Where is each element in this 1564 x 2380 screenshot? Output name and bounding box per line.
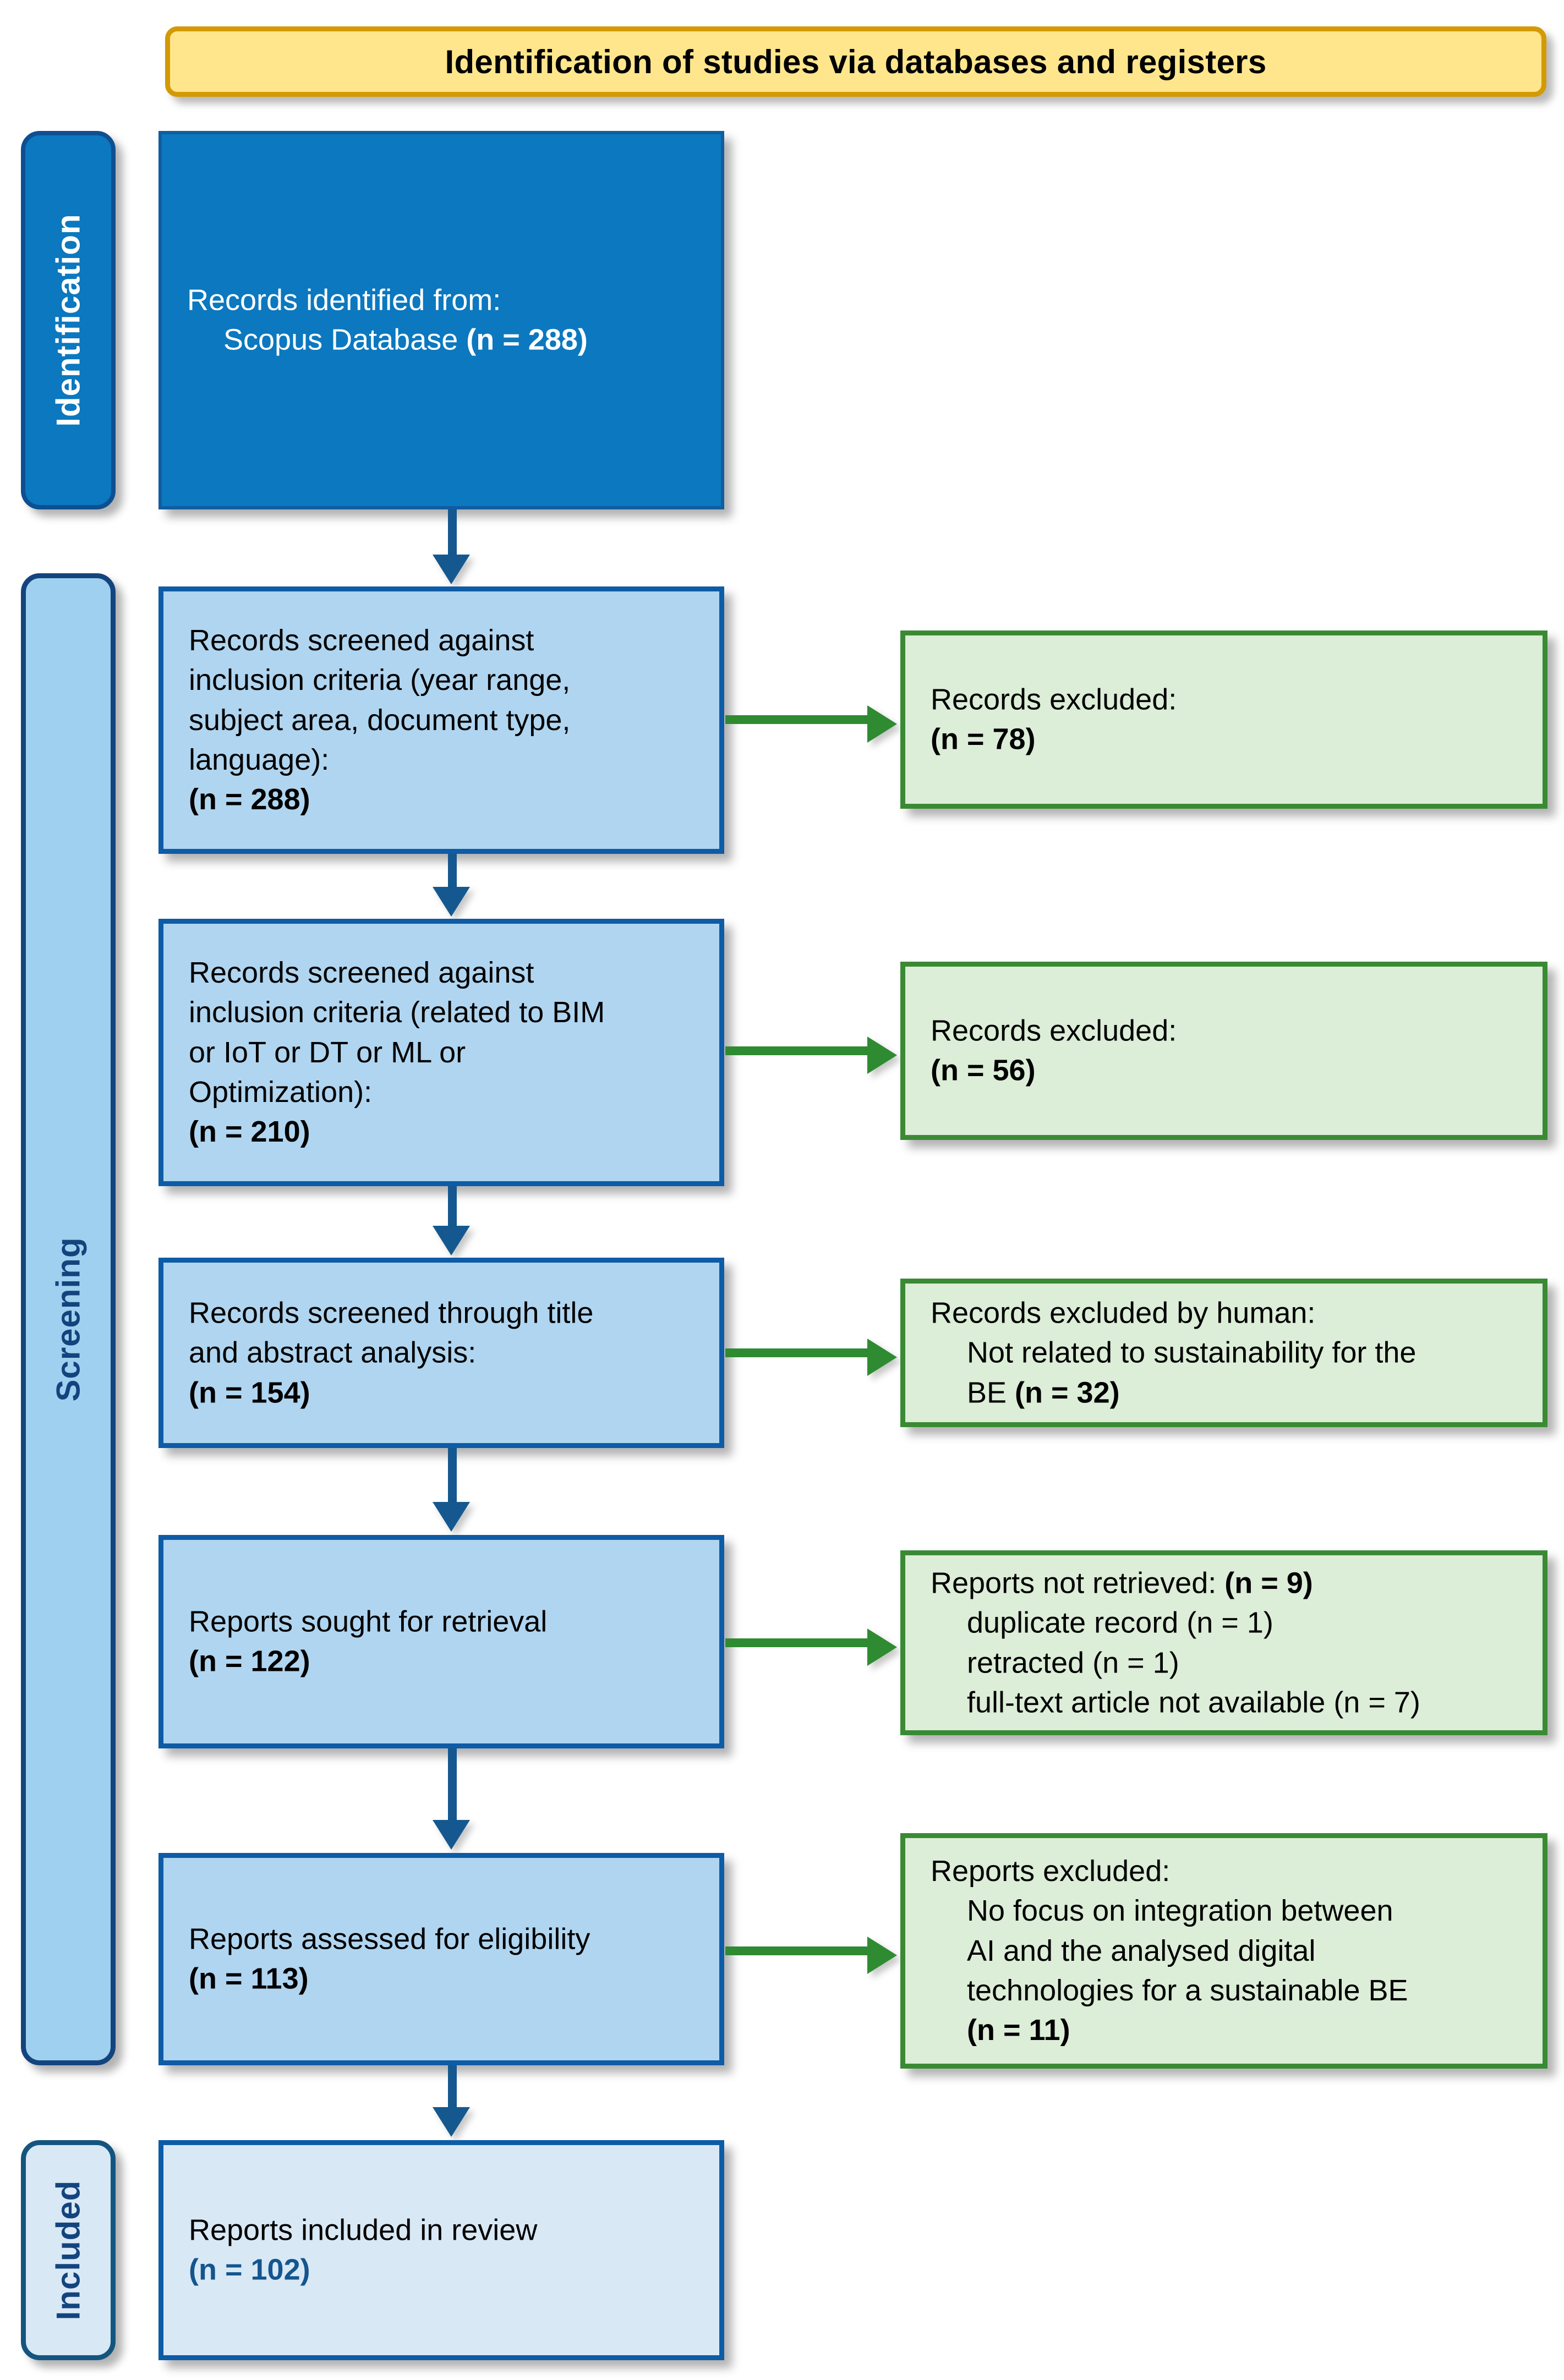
excluded5-line4: technologies for a sustainable BE — [967, 1974, 1408, 2008]
excluded5-line3: AI and the analysed digital — [967, 1934, 1316, 1967]
diagram-title: Identification of studies via databases … — [445, 43, 1267, 80]
screen3-line2: and abstract analysis: — [189, 1336, 477, 1369]
connector-line-screen2-to-excluded2 — [725, 1046, 870, 1055]
connector-arrowhead-eligible-to-included — [433, 2107, 470, 2137]
sought-line1: Reports sought for retrieval — [189, 1605, 548, 1638]
connector-line-sought-to-excluded4 — [725, 1638, 870, 1647]
stage-tab-included: Included — [21, 2140, 116, 2360]
excluded4-line3: retracted (n = 1) — [967, 1646, 1179, 1679]
screen1-line4: language): — [189, 743, 330, 777]
stage-tab-screening-label: Screening — [50, 1237, 87, 1402]
reports-excluded-text: Reports excluded: No focus on integratio… — [905, 1851, 1543, 2050]
excluded4-count: (n = 9) — [1224, 1566, 1313, 1600]
records-excluded-1-box: Records excluded: (n = 78) — [900, 630, 1547, 809]
connector-arrowhead-screen3-to-excluded3 — [867, 1339, 897, 1376]
records-screened-step1-text: Records screened against inclusion crite… — [163, 621, 719, 820]
connector-line-screen1-to-excluded1 — [725, 715, 870, 724]
connector-line-eligible-to-excluded5 — [725, 1946, 870, 1955]
excluded2-count: (n = 56) — [931, 1054, 1036, 1087]
excluded1-line1: Records excluded: — [931, 683, 1177, 716]
excluded5-count: (n = 11) — [967, 2014, 1070, 2047]
records-identified-box: Records identified from: Scopus Database… — [158, 131, 724, 509]
reports-assessed-eligibility-text: Reports assessed for eligibility (n = 11… — [163, 1920, 719, 1999]
screen3-line1: Records screened through title — [189, 1296, 594, 1330]
records-screened-step2-box: Records screened against inclusion crite… — [158, 919, 724, 1186]
excluded5-line2: No focus on integration between — [967, 1894, 1393, 1928]
screen2-line4: Optimization): — [189, 1076, 373, 1109]
screen2-line2: inclusion criteria (related to BIM — [189, 996, 605, 1029]
reports-included-box: Reports included in review (n = 102) — [158, 2140, 724, 2360]
stage-tab-screening: Screening — [21, 573, 116, 2065]
excluded4-line2: duplicate record (n = 1) — [967, 1606, 1273, 1639]
records-screened-step3-box: Records screened through title and abstr… — [158, 1258, 724, 1448]
connector-arrowhead-sought-to-eligible — [433, 1820, 470, 1850]
connector-arrowhead-screen2-to-screen3 — [433, 1226, 470, 1255]
screen2-line1: Records screened against — [189, 956, 534, 990]
connector-arrowhead-screen3-to-sought — [433, 1502, 470, 1532]
records-excluded-3-text: Records excluded by human: Not related t… — [905, 1293, 1543, 1412]
records-screened-step1-box: Records screened against inclusion crite… — [158, 586, 724, 854]
records-excluded-3-box: Records excluded by human: Not related t… — [900, 1279, 1547, 1427]
reports-excluded-box: Reports excluded: No focus on integratio… — [900, 1833, 1547, 2069]
connector-arrowhead-screen2-to-excluded2 — [867, 1037, 897, 1074]
reports-not-retrieved-box: Reports not retrieved: (n = 9) duplicate… — [900, 1550, 1547, 1735]
records-excluded-2-box: Records excluded: (n = 56) — [900, 962, 1547, 1140]
connector-line-identified-to-screen1 — [448, 509, 457, 557]
excluded4-line4: full-text article not available (n = 7) — [967, 1686, 1420, 1719]
screen1-line1: Records screened against — [189, 624, 534, 657]
records-identified-line1: Records identified from: — [187, 283, 501, 317]
connector-arrowhead-sought-to-excluded4 — [867, 1628, 897, 1666]
excluded3-line2: Not related to sustainability for the — [967, 1336, 1417, 1369]
eligible-count: (n = 113) — [189, 1962, 309, 1995]
diagram-header-banner: Identification of studies via databases … — [165, 26, 1546, 97]
connector-line-screen1-to-screen2 — [448, 854, 457, 889]
excluded3-line3: BE (n = 32) — [967, 1376, 1120, 1410]
excluded5-line1: Reports excluded: — [931, 1855, 1171, 1888]
eligible-line1: Reports assessed for eligibility — [189, 1922, 590, 1956]
excluded3-count: (n = 32) — [1015, 1376, 1120, 1410]
reports-sought-box: Reports sought for retrieval (n = 122) — [158, 1535, 724, 1748]
screen2-count: (n = 210) — [189, 1115, 310, 1149]
screen3-count: (n = 154) — [189, 1376, 310, 1410]
stage-tab-identification-label: Identification — [50, 213, 87, 427]
connector-arrowhead-screen1-to-screen2 — [433, 887, 470, 917]
connector-arrowhead-screen1-to-excluded1 — [867, 705, 897, 743]
screen1-count: (n = 288) — [189, 783, 310, 816]
excluded1-count: (n = 78) — [931, 723, 1036, 756]
screen1-line2: inclusion criteria (year range, — [189, 663, 571, 697]
connector-arrowhead-identified-to-screen1 — [433, 555, 470, 584]
records-identified-line2: Scopus Database (n = 288) — [223, 323, 588, 357]
stage-tab-identification: Identification — [21, 131, 116, 509]
records-identified-text: Records identified from: Scopus Database… — [162, 281, 721, 360]
records-screened-step2-text: Records screened against inclusion crite… — [163, 953, 719, 1152]
records-excluded-1-text: Records excluded: (n = 78) — [905, 680, 1543, 760]
connector-arrowhead-eligible-to-excluded5 — [867, 1937, 897, 1974]
sought-count: (n = 122) — [189, 1645, 310, 1678]
reports-included-text: Reports included in review (n = 102) — [163, 2211, 719, 2290]
screen1-line3: subject area, document type, — [189, 703, 571, 737]
connector-line-sought-to-eligible — [448, 1748, 457, 1822]
included-line1: Reports included in review — [189, 2213, 538, 2247]
screen2-line3: or IoT or DT or ML or — [189, 1035, 466, 1069]
excluded4-line1: Reports not retrieved: (n = 9) — [931, 1566, 1313, 1600]
reports-not-retrieved-text: Reports not retrieved: (n = 9) duplicate… — [905, 1563, 1543, 1722]
records-identified-count: (n = 288) — [466, 323, 588, 357]
included-count: (n = 102) — [189, 2253, 310, 2286]
reports-assessed-eligibility-box: Reports assessed for eligibility (n = 11… — [158, 1853, 724, 2065]
excluded3-line1: Records excluded by human: — [931, 1296, 1316, 1330]
reports-sought-text: Reports sought for retrieval (n = 122) — [163, 1602, 719, 1682]
connector-line-screen3-to-sought — [448, 1448, 457, 1504]
records-screened-step3-text: Records screened through title and abstr… — [163, 1293, 719, 1412]
connector-line-screen2-to-screen3 — [448, 1186, 457, 1228]
connector-line-eligible-to-included — [448, 2065, 457, 2109]
connector-line-screen3-to-excluded3 — [725, 1348, 870, 1357]
excluded2-line1: Records excluded: — [931, 1014, 1177, 1048]
stage-tab-included-label: Included — [50, 2180, 87, 2321]
records-excluded-2-text: Records excluded: (n = 56) — [905, 1011, 1543, 1091]
